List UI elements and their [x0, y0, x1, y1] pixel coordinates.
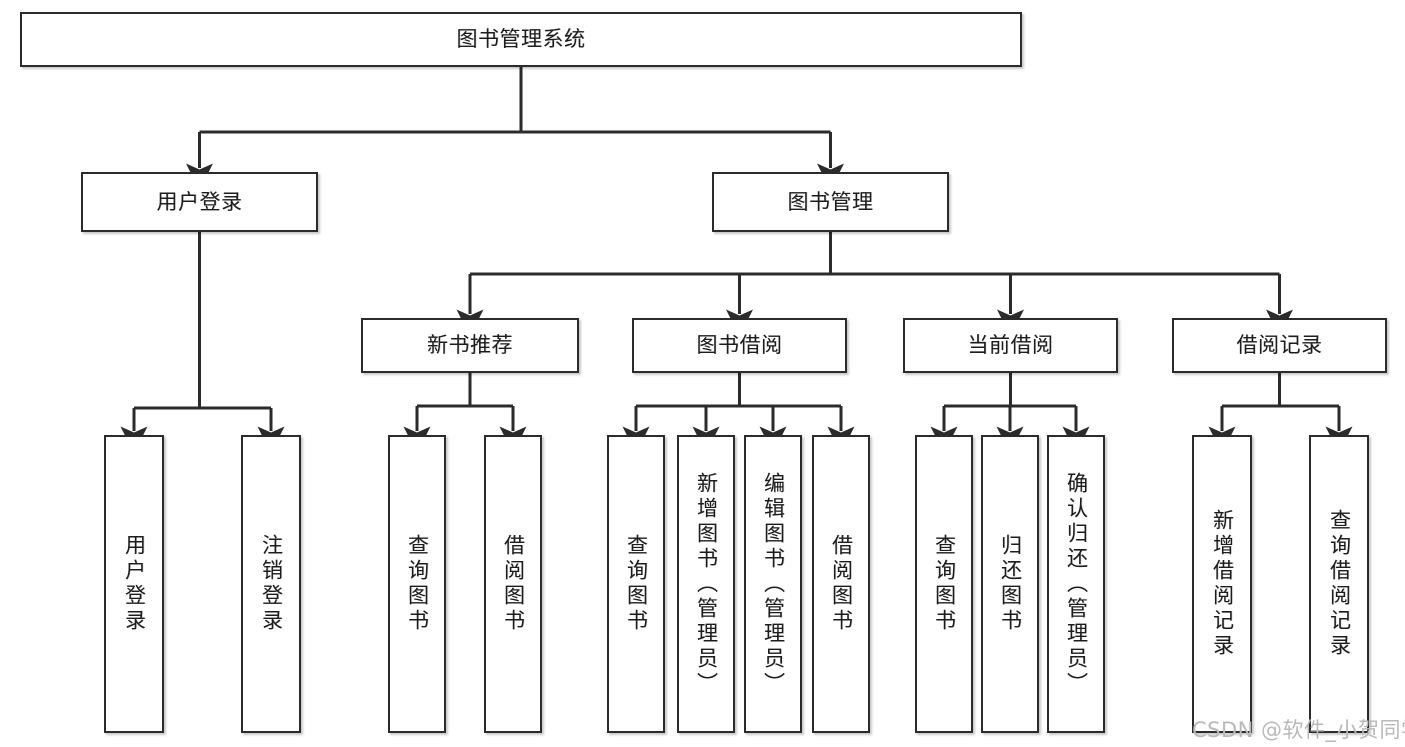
node-label: 图书管理: [787, 189, 874, 214]
node-label: 注销登录: [259, 534, 284, 634]
node-leaf-logout[interactable]: 注销登录: [241, 435, 301, 733]
node-label: 归还图书: [998, 534, 1023, 634]
node-leaf-borrow-book-1[interactable]: 借阅图书: [484, 435, 542, 733]
node-leaf-add-record[interactable]: 新增借阅记录: [1192, 435, 1252, 733]
node-leaf-add-book[interactable]: 新增图书（管理员）: [677, 435, 735, 733]
node-label: 新书推荐: [427, 333, 513, 358]
node-label: 图书管理系统: [456, 27, 586, 52]
node-label: 图书借阅: [696, 333, 783, 358]
node-leaf-edit-book[interactable]: 编辑图书（管理员）: [744, 435, 802, 733]
node-label: 借阅记录: [1236, 333, 1323, 358]
node-label: 查询图书: [932, 534, 957, 634]
connector-lines: [120, 67, 1353, 454]
node-label: 当前借阅: [967, 333, 1054, 358]
node-borrow-record[interactable]: 借阅记录: [1172, 318, 1387, 373]
node-leaf-query-record[interactable]: 查询借阅记录: [1309, 435, 1369, 733]
node-label: 用户登录: [122, 534, 147, 634]
node-label: 借阅图书: [501, 534, 526, 634]
node-leaf-query-book-1[interactable]: 查询图书: [388, 435, 446, 733]
node-leaf-query-book-3[interactable]: 查询图书: [915, 435, 973, 733]
node-leaf-confirm-return[interactable]: 确认归还（管理员）: [1047, 435, 1105, 733]
node-label: 查询图书: [624, 534, 649, 634]
node-book-manage[interactable]: 图书管理: [712, 172, 949, 232]
node-root[interactable]: 图书管理系统: [20, 12, 1022, 67]
node-leaf-borrow-book-2[interactable]: 借阅图书: [812, 435, 870, 733]
node-user-login[interactable]: 用户登录: [81, 172, 318, 232]
node-current-borrow[interactable]: 当前借阅: [903, 318, 1118, 373]
node-label: 编辑图书（管理员）: [761, 471, 786, 697]
node-label: 确认归还（管理员）: [1064, 471, 1089, 697]
node-label: 借阅图书: [829, 534, 854, 634]
node-book-borrow[interactable]: 图书借阅: [632, 318, 847, 373]
node-label: 新增图书（管理员）: [694, 471, 719, 697]
node-leaf-return-book[interactable]: 归还图书: [981, 435, 1039, 733]
node-label: 用户登录: [156, 189, 243, 214]
node-label: 新增借阅记录: [1210, 509, 1235, 659]
node-new-book-rec[interactable]: 新书推荐: [361, 318, 579, 373]
node-label: 查询图书: [405, 534, 430, 634]
node-label: 查询借阅记录: [1327, 509, 1352, 659]
node-leaf-query-book-2[interactable]: 查询图书: [607, 435, 665, 733]
node-leaf-user-login[interactable]: 用户登录: [104, 435, 164, 733]
